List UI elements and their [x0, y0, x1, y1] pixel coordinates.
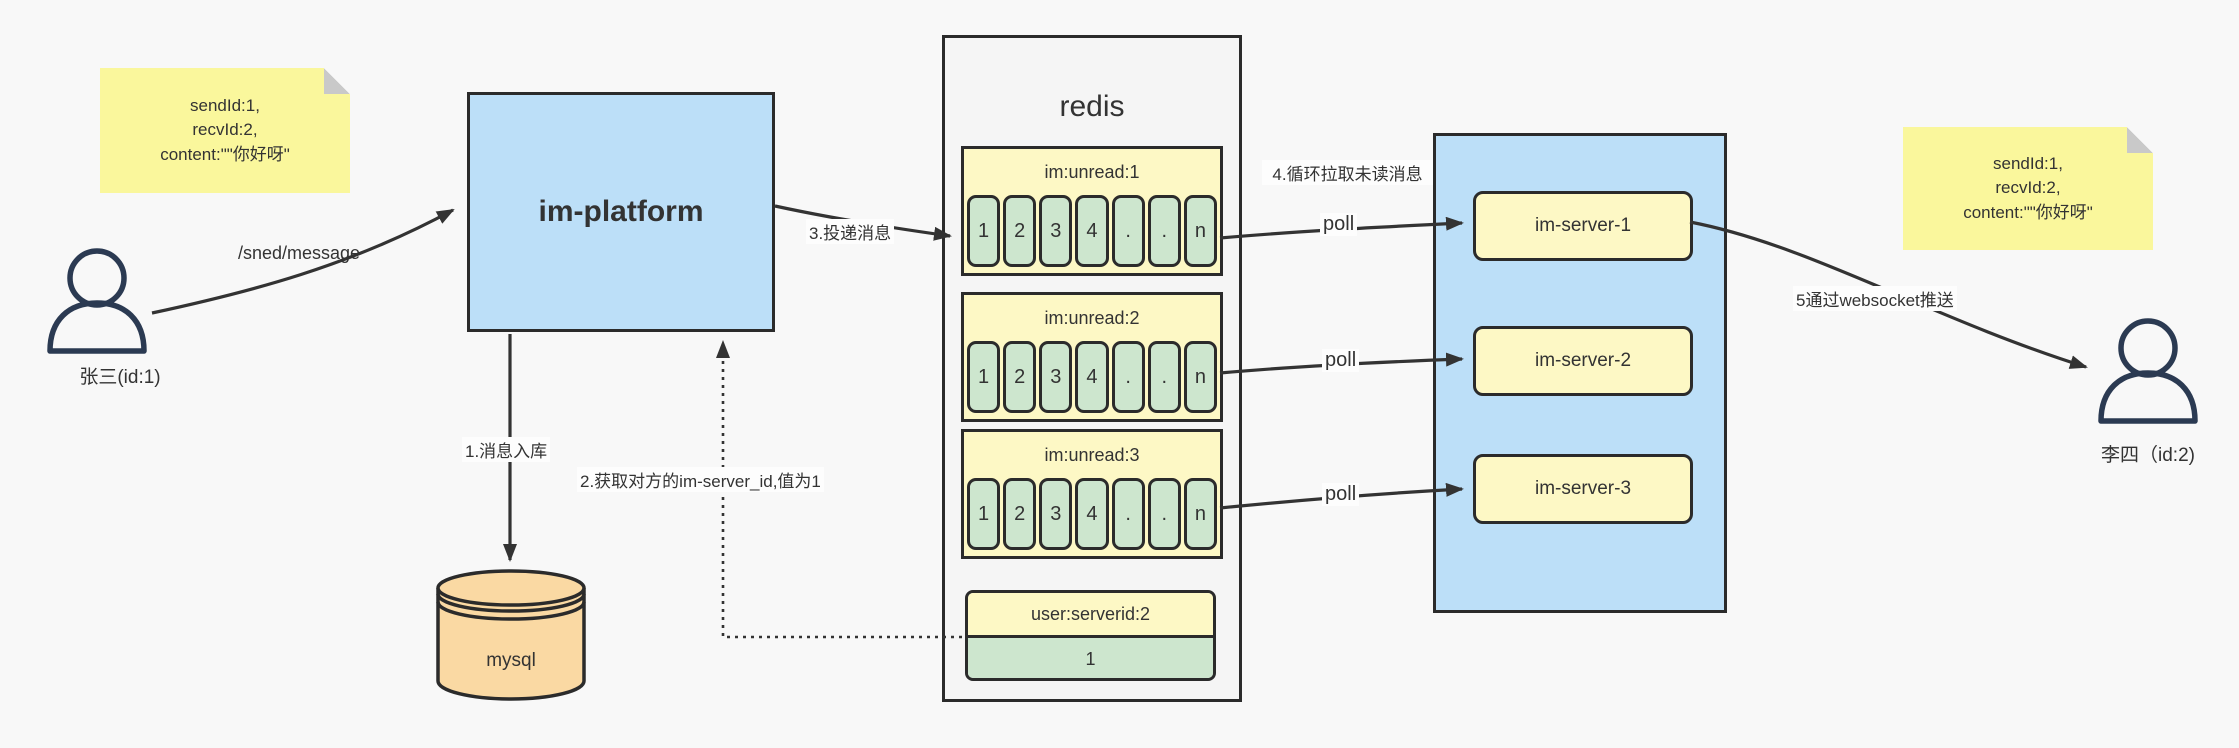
- queue-cell: .: [1147, 478, 1181, 550]
- queue-cell: 3: [1039, 341, 1073, 413]
- queue-header: im:unread:2: [1044, 307, 1140, 328]
- queue-cell: 2: [1003, 341, 1037, 413]
- redis-title: redis: [1059, 90, 1125, 123]
- queue-header: im:unread:1: [1044, 161, 1140, 182]
- queue-cell: .: [1147, 195, 1181, 267]
- queue-cell: 1: [967, 341, 1001, 413]
- queue-im-unread-3: im:unread:3 1 2 3 4 . . n: [961, 429, 1223, 559]
- note-line: sendId:1,: [1993, 153, 2063, 173]
- queue-cell: 2: [1003, 478, 1037, 550]
- kv-header: user:serverid:2: [968, 593, 1213, 638]
- queue-cell: .: [1111, 478, 1145, 550]
- user-receiver-icon: [2098, 318, 2198, 424]
- edge-label-step3: 3.投递消息: [806, 219, 895, 244]
- edge-label-poll-3: poll: [1322, 483, 1360, 506]
- queue-cells: 1 2 3 4 . . n: [967, 341, 1217, 413]
- actor-sender-label: 张三(id:1): [79, 367, 161, 388]
- edge-label-poll-2: poll: [1322, 349, 1360, 372]
- edge-label-step2: 2.获取对方的im-server_id,值为1: [577, 467, 824, 492]
- queue-cell: 4: [1075, 478, 1109, 550]
- mysql-db-icon: [436, 569, 586, 701]
- kv-value: 1: [968, 638, 1213, 678]
- note-line: content:""你好呀": [160, 144, 290, 164]
- queue-cell: n: [1183, 341, 1217, 413]
- edge-label-step4: 4.循环拉取未读消息: [1262, 160, 1433, 185]
- queue-cell: 4: [1075, 341, 1109, 413]
- note-line: recvId:2,: [192, 120, 258, 140]
- edge-label-send: /sned/message: [238, 243, 361, 263]
- queue-cell: n: [1183, 478, 1217, 550]
- note-fold-corner: [2127, 127, 2153, 153]
- queue-header: im:unread:3: [1044, 444, 1140, 465]
- actor-receiver-label: 李四（id:2): [2101, 445, 2195, 466]
- im-server-3-node: im-server-3: [1473, 454, 1693, 524]
- edge-label-poll-1: poll: [1320, 213, 1358, 236]
- im-platform-node: im-platform: [467, 92, 775, 332]
- note-line: sendId:1,: [190, 95, 260, 115]
- queue-cell: 4: [1075, 195, 1109, 267]
- queue-cell: 3: [1039, 195, 1073, 267]
- note-line: content:""你好呀": [1963, 202, 2093, 222]
- im-server-1-node: im-server-1: [1473, 191, 1693, 261]
- edge-label-step1: 1.消息入库: [462, 437, 551, 462]
- queue-cell: 1: [967, 195, 1001, 267]
- queue-cell: 3: [1039, 478, 1073, 550]
- note-line: recvId:2,: [1995, 178, 2061, 198]
- kv-user-serverid: user:serverid:2 1: [965, 590, 1216, 681]
- im-server-cluster: im-server-1 im-server-2 im-server-3: [1433, 133, 1727, 613]
- queue-im-unread-2: im:unread:2 1 2 3 4 . . n: [961, 292, 1223, 422]
- mysql-label: mysql: [486, 650, 536, 671]
- queue-cell: 2: [1003, 195, 1037, 267]
- queue-cell: 1: [967, 478, 1001, 550]
- queue-cells: 1 2 3 4 . . n: [967, 478, 1217, 550]
- im-server-2-node: im-server-2: [1473, 326, 1693, 396]
- redis-container: redis im:unread:1 1 2 3 4 . . n im:unrea…: [942, 35, 1242, 702]
- queue-cell: .: [1147, 341, 1181, 413]
- queue-im-unread-1: im:unread:1 1 2 3 4 . . n: [961, 146, 1223, 276]
- sticky-note-sender: sendId:1, recvId:2, content:""你好呀": [100, 68, 350, 193]
- sticky-note-receiver: sendId:1, recvId:2, content:""你好呀": [1903, 127, 2153, 250]
- edge-label-step5: 5通过websocket推送: [1793, 286, 1957, 311]
- queue-cell: .: [1111, 195, 1145, 267]
- note-fold-corner: [324, 68, 350, 94]
- queue-cells: 1 2 3 4 . . n: [967, 195, 1217, 267]
- queue-cell: n: [1183, 195, 1217, 267]
- queue-cell: .: [1111, 341, 1145, 413]
- im-platform-label: im-platform: [538, 195, 704, 228]
- user-sender-icon: [47, 248, 147, 354]
